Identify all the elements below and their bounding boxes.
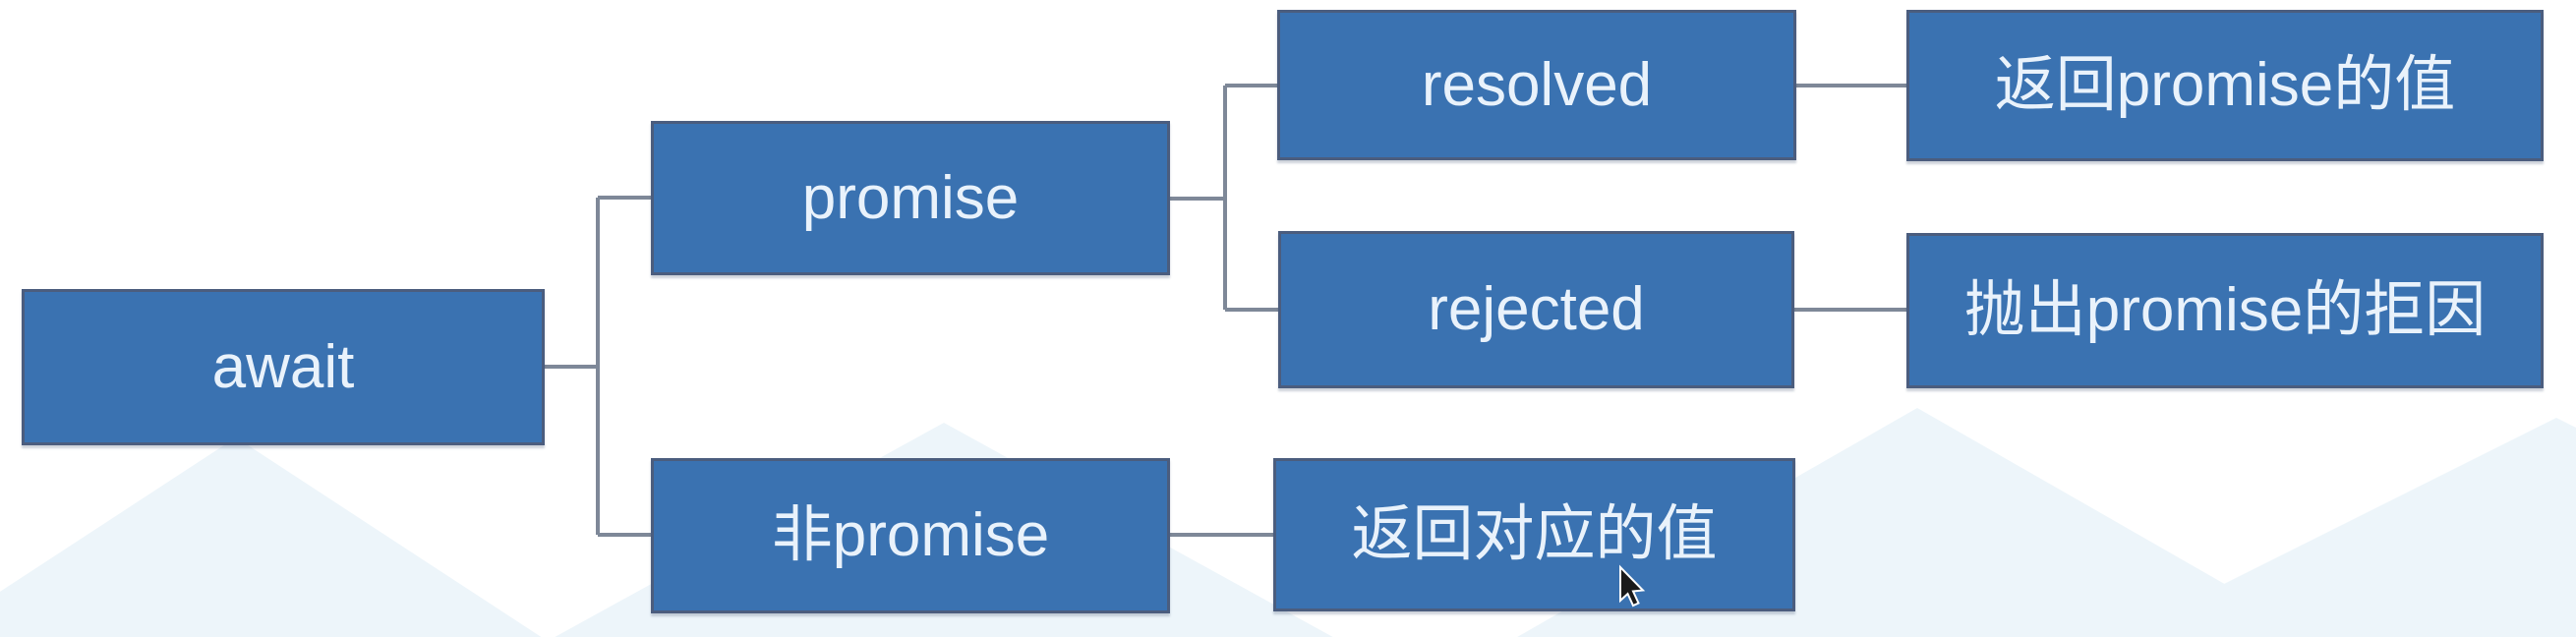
node-return-corresponding-value: 返回对应的值 (1273, 458, 1795, 611)
node-throw-promise-reason-label: 抛出promise的拒因 (1963, 276, 2487, 344)
node-throw-promise-reason: 抛出promise的拒因 (1906, 233, 2544, 388)
node-non-promise-label: 非promise (771, 501, 1050, 569)
edge-promise-children (1170, 84, 1278, 312)
node-resolved-label: resolved (1421, 50, 1653, 119)
node-promise-label: promise (801, 163, 1020, 232)
node-await-label: await (211, 332, 355, 401)
node-resolved: resolved (1277, 10, 1796, 160)
node-await: await (22, 289, 545, 445)
background-triangle (2118, 418, 2576, 637)
edge-await-children (545, 196, 651, 537)
node-promise: promise (651, 121, 1170, 275)
node-rejected-label: rejected (1428, 275, 1645, 343)
node-rejected: rejected (1278, 231, 1794, 388)
node-non-promise: 非promise (651, 458, 1170, 613)
node-return-corresponding-value-label: 返回对应的值 (1351, 500, 1718, 568)
background-triangle (0, 437, 542, 637)
node-return-promise-value-label: 返回promise的值 (1994, 51, 2456, 119)
node-return-promise-value: 返回promise的值 (1906, 10, 2544, 161)
